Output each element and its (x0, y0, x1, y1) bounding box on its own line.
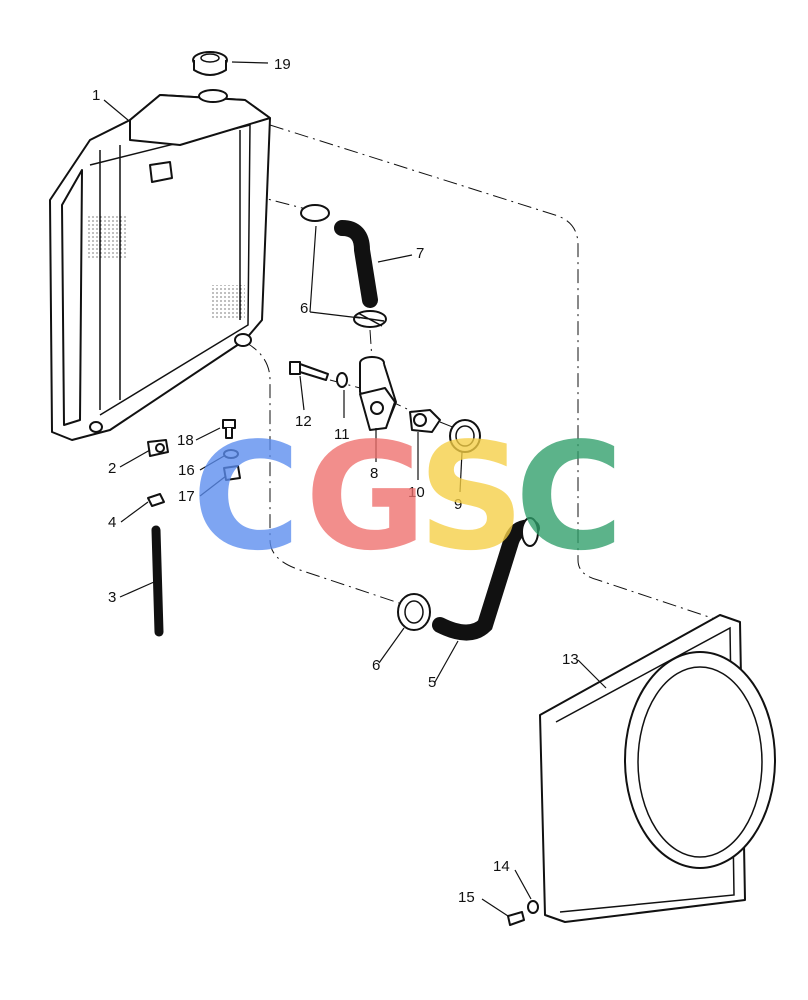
bolt-small (222, 419, 236, 439)
callout-16: 16 (178, 462, 195, 479)
thermostat-housing (359, 356, 397, 431)
callout-4: 4 (108, 514, 116, 531)
watermark-letter-c1: C (192, 411, 301, 583)
callout-14: 14 (493, 858, 510, 875)
callout-15: 15 (458, 889, 475, 906)
callout-8: 8 (370, 465, 378, 482)
callout-7: 7 (416, 245, 424, 262)
washer (336, 372, 348, 388)
watermark-letter-s: S (418, 411, 525, 583)
callout-9: 9 (454, 496, 462, 513)
callout-3: 3 (108, 589, 116, 606)
callout-12: 12 (295, 413, 312, 430)
callout-1: 1 (92, 87, 100, 104)
bolt (289, 361, 329, 381)
watermark-letter-g: G (305, 411, 426, 583)
callout-17: 17 (178, 488, 195, 505)
radiator-cap (192, 51, 228, 76)
callout-6-upper: 6 (300, 300, 308, 317)
callout-19: 19 (274, 56, 291, 73)
watermark-letter-c2: C (515, 411, 624, 583)
callout-11: 11 (334, 426, 350, 443)
washer-shroud (527, 900, 539, 914)
watermark: C G S C (192, 411, 624, 583)
thermostat (409, 409, 441, 433)
hose-clamp-upper (300, 204, 387, 328)
radiator (49, 89, 271, 441)
hose-clamp-lower (397, 593, 431, 631)
screw (507, 911, 525, 926)
callout-5: 5 (428, 674, 436, 691)
callout-6-lower: 6 (372, 657, 380, 674)
gasket (449, 419, 481, 453)
clip (147, 493, 165, 507)
fan-shroud (539, 614, 776, 923)
overflow-tube (151, 525, 164, 637)
callout-18: 18 (177, 432, 194, 449)
leader-lines (103, 61, 607, 917)
washer-small (223, 449, 239, 459)
upper-hose (334, 220, 378, 308)
lower-hose (432, 517, 540, 641)
drain-cock (147, 439, 169, 457)
callout-2: 2 (108, 460, 116, 477)
callout-13: 13 (562, 651, 579, 668)
callout-10: 10 (408, 484, 425, 501)
callout-labels: 1 2 3 4 5 6 6 7 8 9 10 11 12 13 14 15 16… (92, 56, 579, 906)
